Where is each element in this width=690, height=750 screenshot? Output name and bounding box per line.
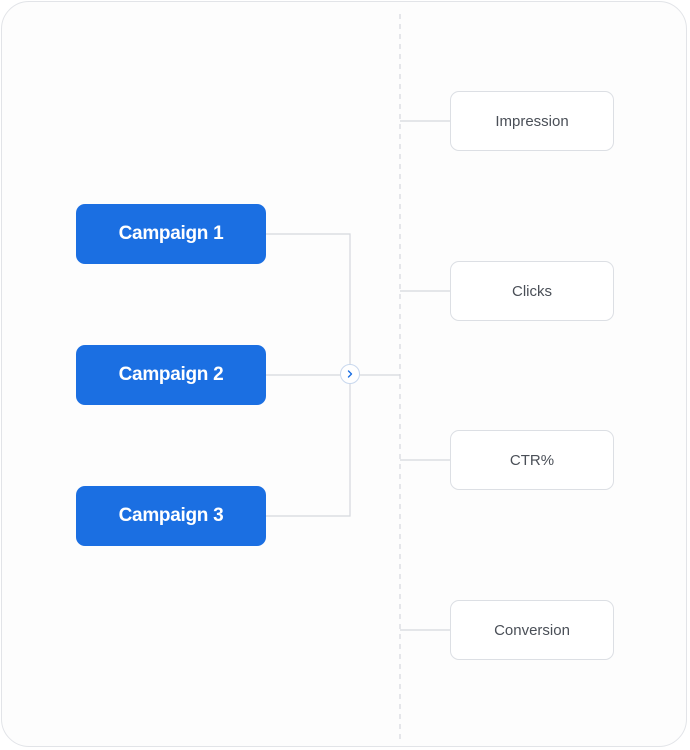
metric-ctr-label: CTR% — [509, 451, 555, 469]
hub-node[interactable] — [340, 364, 360, 384]
metric-clicks[interactable]: Clicks — [450, 261, 614, 321]
metric-conversion-label: Conversion — [494, 621, 570, 639]
metric-impression[interactable]: Impression — [450, 91, 614, 151]
campaign-1-label: Campaign 1 — [118, 223, 224, 244]
chevron-right-icon — [347, 370, 353, 378]
campaign-1-node[interactable]: Campaign 1 — [76, 204, 266, 264]
campaign-3-node[interactable]: Campaign 3 — [76, 486, 266, 546]
campaign-3-label: Campaign 3 — [118, 505, 224, 526]
campaign-2-label: Campaign 2 — [118, 364, 224, 385]
metric-impression-label: Impression — [495, 112, 569, 130]
campaign-2-node[interactable]: Campaign 2 — [76, 345, 266, 405]
metric-ctr[interactable]: CTR% — [450, 430, 614, 490]
metric-clicks-label: Clicks — [512, 282, 552, 300]
metric-conversion[interactable]: Conversion — [450, 600, 614, 660]
